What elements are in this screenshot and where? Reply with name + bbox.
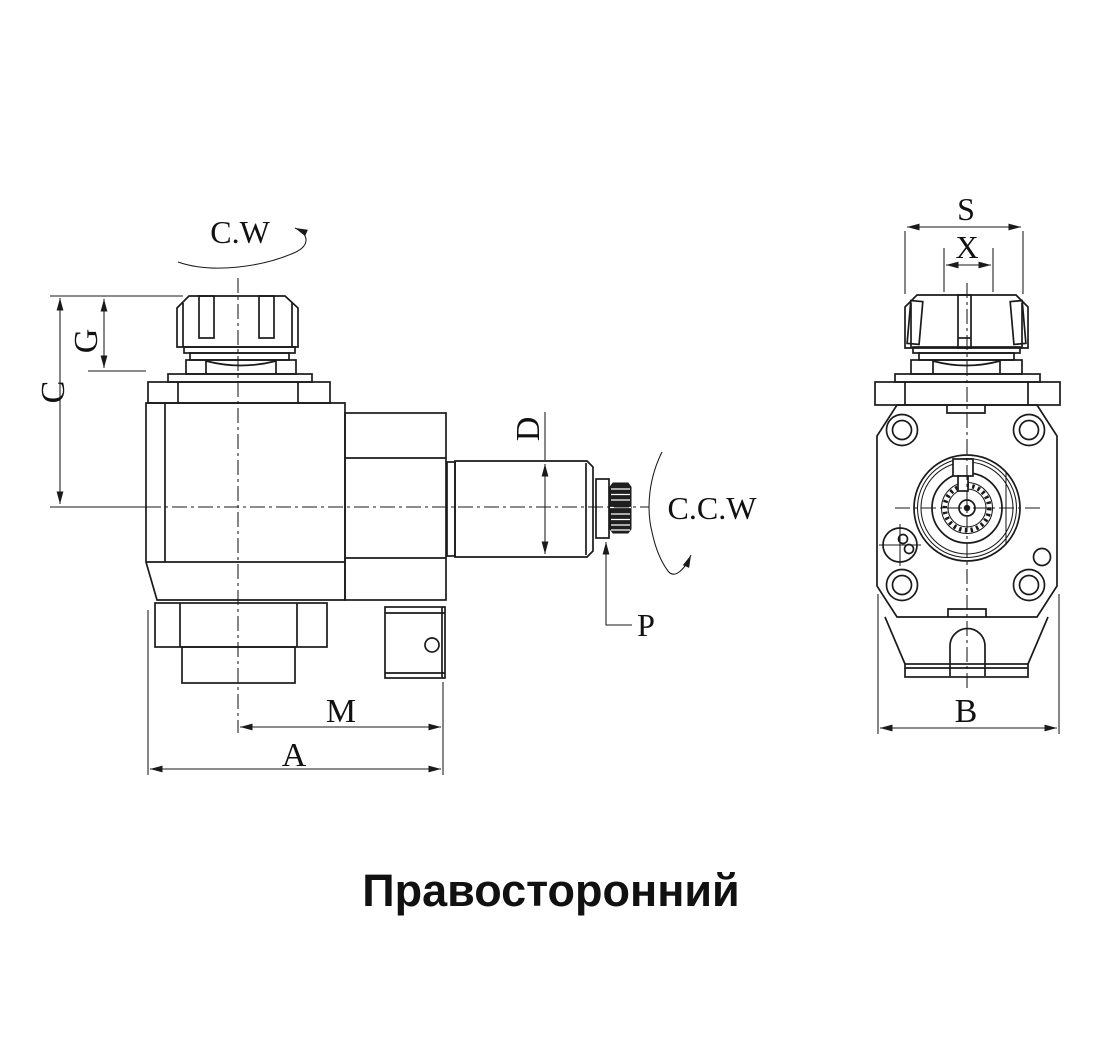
- dim-label-G: G: [68, 329, 105, 354]
- dimension-C: C: [35, 295, 183, 504]
- drive-key: [952, 458, 974, 477]
- coolant-port: [879, 524, 921, 566]
- dimensions: C G D P M A S: [35, 191, 1060, 775]
- ccw-label: C.C.W: [668, 490, 758, 526]
- drive-shaft: [446, 460, 632, 558]
- cw-arrow-icon: [177, 227, 308, 269]
- face-plate: [876, 404, 1058, 618]
- mount-bolt-icon: [1012, 413, 1046, 447]
- collet-rings: [183, 346, 297, 375]
- cw-rotation: C.W: [177, 214, 308, 269]
- front-centerlines: [895, 283, 1040, 692]
- knurled-coupling-icon: [609, 482, 632, 534]
- nut-slot: [1009, 299, 1027, 346]
- dim-label-D: D: [510, 417, 547, 442]
- dim-label-X: X: [955, 229, 978, 265]
- mount-bolt-icon: [1012, 568, 1046, 602]
- front-view: [874, 283, 1061, 692]
- housing-body: [145, 402, 447, 601]
- side-view: [50, 278, 649, 733]
- ccw-arrow-icon: [648, 451, 692, 575]
- drawing-caption: Правосторонний: [362, 865, 739, 916]
- nut-slot: [258, 295, 275, 339]
- rotation-annotations: C.W C.C.W: [177, 214, 758, 575]
- cw-label: C.W: [210, 214, 270, 250]
- nut-slot: [957, 294, 972, 349]
- clamp-hole: [424, 637, 440, 653]
- clamp-block: [384, 606, 446, 679]
- dimension-P: P: [602, 542, 655, 643]
- dim-label-B: B: [955, 693, 978, 730]
- dim-label-P: P: [637, 607, 655, 643]
- key-slot: [957, 475, 969, 492]
- nut-slot: [906, 299, 924, 346]
- nut-slot: [198, 295, 215, 339]
- dimension-B: B: [877, 594, 1060, 734]
- dimension-D: D: [510, 412, 549, 554]
- side-centerlines: [50, 278, 649, 733]
- dim-label-M: M: [326, 693, 356, 730]
- dimension-M: M: [240, 693, 441, 731]
- dim-label-C: C: [35, 381, 72, 404]
- dimension-G: G: [68, 299, 146, 372]
- vdi-shank: [154, 602, 328, 684]
- dimension-X: X: [943, 229, 994, 292]
- dimension-S: S: [904, 191, 1024, 294]
- mount-bolt-icon: [885, 568, 919, 602]
- mount-bolt-icon: [885, 413, 919, 447]
- dim-label-S: S: [957, 191, 975, 227]
- dim-label-A: A: [282, 737, 307, 774]
- pin-hole: [1032, 547, 1052, 567]
- collet-nut-front-icon: [904, 294, 1029, 349]
- collet-nut-icon: [176, 295, 299, 348]
- ccw-rotation: C.C.W: [648, 451, 758, 575]
- spindle-flange: [147, 373, 331, 404]
- dimension-A: A: [147, 610, 444, 775]
